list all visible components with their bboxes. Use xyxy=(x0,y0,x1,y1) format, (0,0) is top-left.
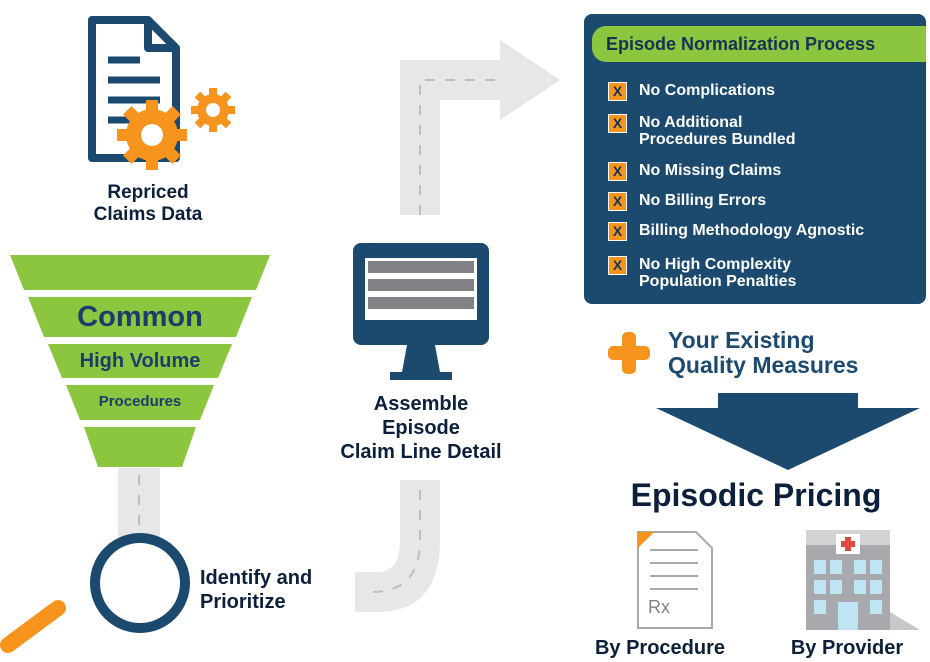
by-provider-label: By Provider xyxy=(790,637,904,659)
process-item-2-line1: No Additional xyxy=(639,114,743,131)
process-item-6-line1: No High Complexity xyxy=(639,256,792,273)
process-item-1: No Complications xyxy=(639,82,775,99)
rx-document-icon xyxy=(637,531,713,629)
funnel xyxy=(10,255,270,467)
claims-label-line2: Claims Data xyxy=(93,204,203,225)
by-procedure-label: By Procedure xyxy=(594,637,726,659)
funnel-tier-bottom xyxy=(84,427,196,467)
quality-line1: Your Existing xyxy=(668,327,815,353)
checkbox-x-icon: X xyxy=(608,82,627,101)
road-path-upper xyxy=(400,40,560,215)
gear-icon xyxy=(117,100,187,170)
funnel-tier-top xyxy=(10,255,270,290)
process-item-4: No Billing Errors xyxy=(639,192,766,209)
process-item-5-text: Billing Methodology Agnostic xyxy=(639,222,865,239)
quality-measures-label: Your Existing Quality Measures xyxy=(668,328,858,378)
process-item-4-text: No Billing Errors xyxy=(639,192,767,209)
magnifier-icon xyxy=(0,533,190,653)
small-gear-icon xyxy=(191,88,235,132)
funnel-label-procedures: Procedures xyxy=(98,393,182,410)
process-item-5: Billing Methodology Agnostic xyxy=(639,222,864,239)
identify-label-line2: Prioritize xyxy=(200,591,286,613)
checkbox-x-icon: X xyxy=(608,222,627,241)
process-item-6-line2: Population Penalties xyxy=(639,273,797,290)
episodic-pricing-title: Episodic Pricing xyxy=(630,477,882,513)
funnel-tier-common xyxy=(28,297,252,337)
assemble-label-line1: Assemble xyxy=(373,393,469,415)
assemble-label: Assemble Episode Claim Line Detail xyxy=(318,392,524,464)
quality-line2: Quality Measures xyxy=(668,352,859,378)
checkbox-x-icon: X xyxy=(608,256,627,275)
checkbox-x-icon: X xyxy=(608,162,627,181)
road-path-lower xyxy=(355,480,440,612)
process-item-3: No Missing Claims xyxy=(639,162,781,179)
funnel-tier-procedures xyxy=(66,385,214,420)
normalization-panel xyxy=(584,14,926,304)
identify-label: Identify and Prioritize xyxy=(200,566,312,614)
claims-label-line1: Repriced xyxy=(107,182,189,203)
checkbox-x-icon: X xyxy=(608,114,627,133)
process-item-6: No High Complexity Population Penalties xyxy=(639,256,796,290)
plus-icon xyxy=(608,332,650,374)
funnel-label-common: Common xyxy=(77,301,203,333)
rx-label: Rx xyxy=(648,597,670,617)
funnel-label-high-volume: High Volume xyxy=(79,350,201,372)
assemble-label-line2: Episode xyxy=(382,417,460,439)
process-item-3-text: No Missing Claims xyxy=(639,162,782,179)
process-item-1-text: No Complications xyxy=(639,82,776,99)
funnel-tier-high-volume xyxy=(48,344,232,378)
checkbox-x-icon: X xyxy=(608,192,627,211)
process-item-2: No Additional Procedures Bundled xyxy=(639,114,795,148)
identify-label-line1: Identify and xyxy=(200,567,313,589)
process-item-2-line2: Procedures Bundled xyxy=(639,131,796,148)
normalization-panel-title: Episode Normalization Process xyxy=(592,26,926,62)
claims-data-label: Repriced Claims Data xyxy=(60,182,236,226)
road-path-funnel xyxy=(118,468,160,538)
monitor-icon xyxy=(353,243,489,380)
down-arrow xyxy=(656,393,920,470)
assemble-label-line3: Claim Line Detail xyxy=(340,441,502,463)
hospital-icon xyxy=(806,530,920,630)
